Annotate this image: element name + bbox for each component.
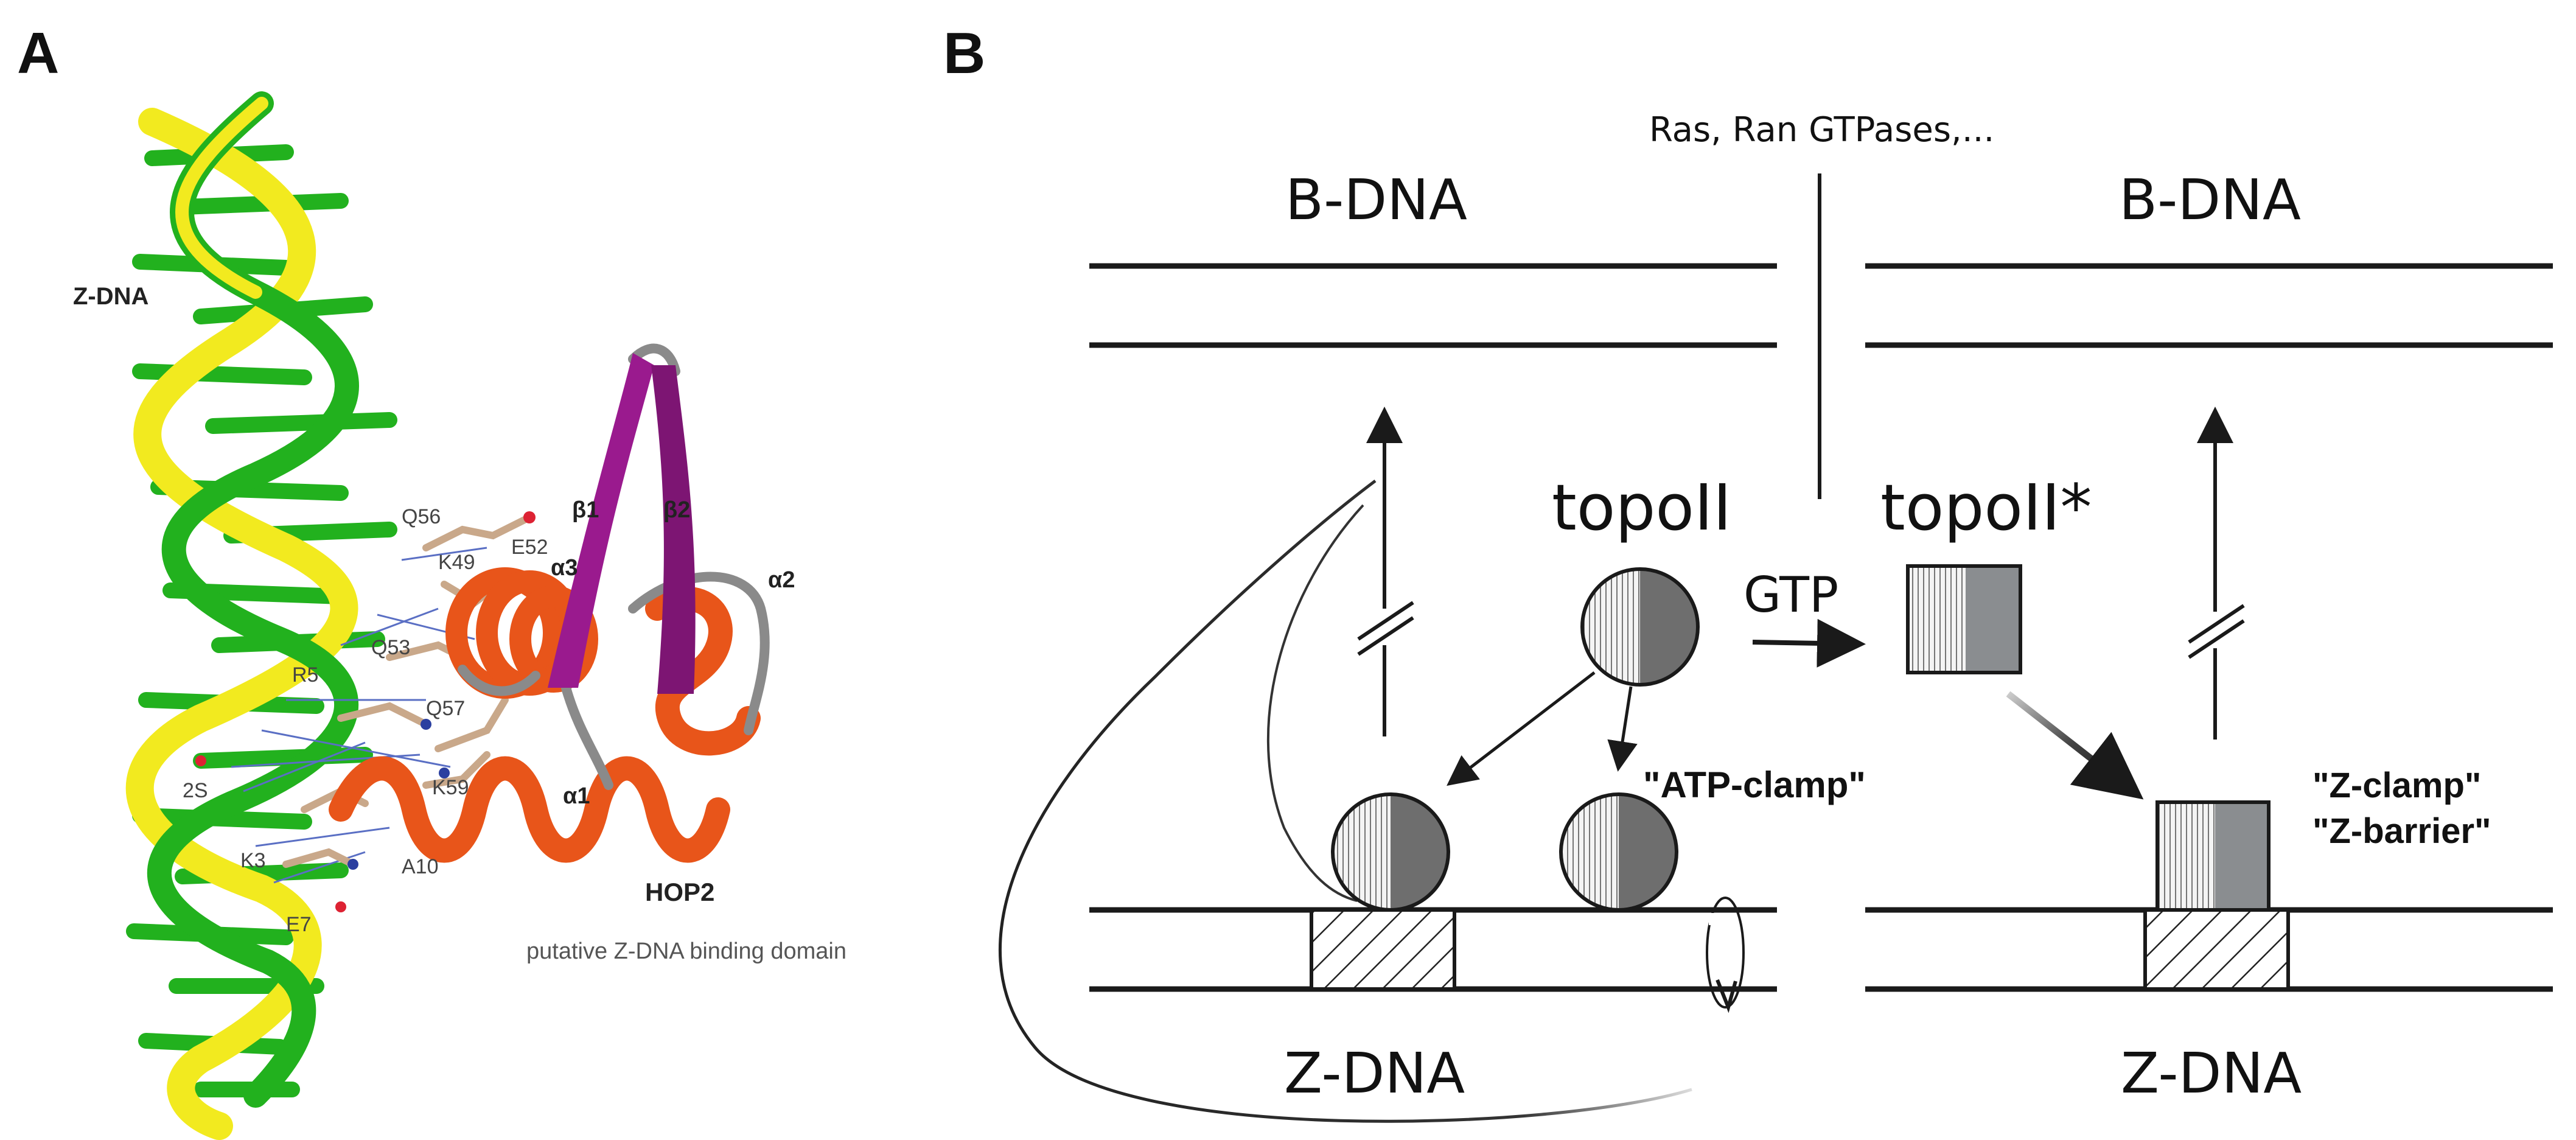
- topo-circle-free: [1580, 567, 1700, 687]
- z-clamp-label: "Z-clamp": [2312, 766, 2481, 805]
- z-dna-helix: [125, 91, 397, 1140]
- gtp-arrow: [1752, 618, 1866, 668]
- right-break-mark-1: [2188, 604, 2245, 644]
- res-e52: E52: [511, 536, 548, 559]
- label-alpha3: α3: [551, 555, 578, 581]
- panel-b-letter: B: [943, 21, 985, 86]
- z-dna-segment-right: [2143, 908, 2290, 991]
- z-dna-right-label: Z-DNA: [2121, 1041, 2302, 1106]
- arrow-to-z-clamp: [2006, 691, 2144, 800]
- gtp-label: GTP: [1744, 567, 1838, 623]
- domain-caption: putative Z-DNA binding domain: [526, 939, 846, 964]
- loop-curve-outer: [998, 480, 1692, 1123]
- b-dna-right-label: B-DNA: [2119, 167, 2301, 233]
- topo-star-square-bound: [2155, 800, 2271, 912]
- panel-b: B Ras, Ran GTPases,... B-DNA B-DNA Z-DNA…: [943, 21, 2553, 1123]
- protein-loops: [458, 343, 770, 790]
- label-beta2: β2: [663, 497, 690, 523]
- panel-a-letter: A: [17, 21, 59, 86]
- label-alpha2: α2: [768, 567, 795, 593]
- z-dna-segment-left: [1310, 908, 1456, 991]
- left-break-mark-1: [1357, 601, 1414, 641]
- topo-label: topoII: [1552, 470, 1731, 545]
- strand-beta2: [651, 365, 696, 694]
- strand-beta1: [548, 353, 654, 688]
- helix-alpha1: [329, 756, 730, 863]
- label-alpha1: α1: [563, 783, 590, 809]
- z-dna-lines: [1089, 907, 2553, 992]
- gtpase-label: Ras, Ran GTPases,...: [1649, 110, 1994, 150]
- res-r5: R5: [292, 663, 318, 687]
- b-dna-lines: [1089, 263, 2553, 348]
- arrow-to-bound-circle: [1447, 671, 1596, 786]
- res-e7: E7: [286, 913, 312, 936]
- topo-star-square: [1906, 564, 2022, 674]
- b-dna-left-label: B-DNA: [1285, 167, 1467, 233]
- topo-circle-atp-clamp: [1559, 792, 1678, 912]
- z-dna-left-label: Z-DNA: [1284, 1041, 1465, 1106]
- res-q56: Q56: [402, 505, 441, 528]
- protein-name: HOP2: [645, 878, 714, 906]
- res-2s: 2S: [183, 779, 208, 802]
- topo-star-label: topoII*: [1880, 470, 2092, 545]
- right-break-mark-2: [2188, 619, 2245, 659]
- label-beta1: β1: [572, 497, 599, 523]
- res-q53: Q53: [371, 636, 410, 659]
- left-break-mark-2: [1357, 616, 1414, 656]
- loop-curve-inner: [1266, 504, 1364, 902]
- res-k49: K49: [438, 551, 475, 574]
- panel-a: A: [17, 21, 846, 1140]
- rotation-loop: [1706, 897, 1745, 1013]
- res-a10: A10: [402, 855, 439, 878]
- res-k3: K3: [240, 849, 266, 872]
- topo-circle-bound: [1331, 792, 1450, 912]
- res-q57: Q57: [426, 697, 465, 720]
- hop2-protein: [329, 343, 770, 863]
- z-barrier-label: "Z-barrier": [2312, 811, 2491, 851]
- arrow-to-atp-circle: [1607, 686, 1638, 772]
- atp-clamp-label: "ATP-clamp": [1643, 764, 1866, 805]
- z-dna-label-a: Z-DNA: [73, 283, 148, 310]
- res-k59: K59: [432, 776, 469, 799]
